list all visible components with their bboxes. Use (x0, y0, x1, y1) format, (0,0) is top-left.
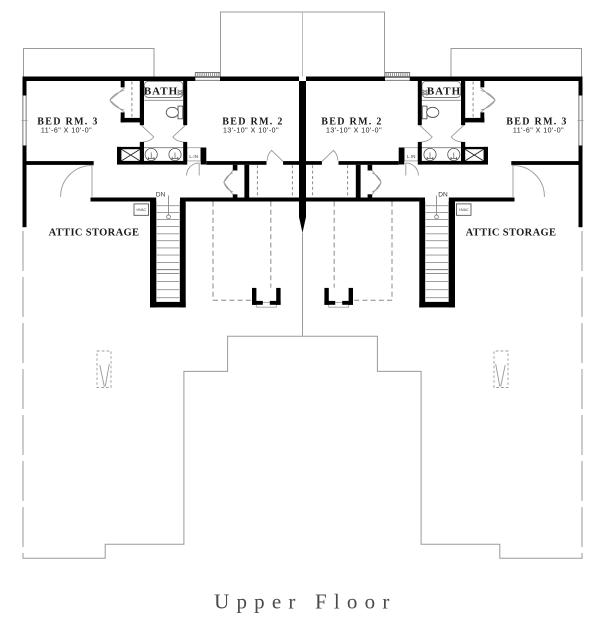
svg-text:BATH: BATH (427, 86, 461, 98)
svg-text:DN: DN (438, 192, 448, 199)
svg-text:13'-10" X 10'-0": 13'-10" X 10'-0" (326, 127, 382, 134)
svg-text:ATTIC STORAGE: ATTIC STORAGE (466, 227, 557, 238)
svg-text:DN: DN (156, 192, 166, 199)
svg-text:HVAC: HVAC (136, 208, 146, 212)
svg-text:11'-6" X 10'-0": 11'-6" X 10'-0" (513, 127, 564, 134)
svg-text:11'-6" X 10'-0": 11'-6" X 10'-0" (41, 127, 92, 134)
svg-text:ATTIC STORAGE: ATTIC STORAGE (49, 227, 140, 238)
svg-text:Upper Floor: Upper Floor (214, 590, 396, 614)
svg-text:L.IN: L.IN (407, 154, 416, 159)
svg-text:BED RM. 3: BED RM. 3 (506, 117, 567, 128)
svg-text:HVAC: HVAC (459, 208, 469, 212)
svg-text:BED RM. 2: BED RM. 2 (321, 117, 382, 128)
svg-text:13'-10" X 10'-0": 13'-10" X 10'-0" (223, 127, 279, 134)
svg-text:BED RM. 2: BED RM. 2 (222, 117, 283, 128)
svg-text:L.IN: L.IN (189, 154, 198, 159)
svg-text:BATH: BATH (144, 86, 178, 98)
svg-text:BED RM. 3: BED RM. 3 (37, 117, 98, 128)
